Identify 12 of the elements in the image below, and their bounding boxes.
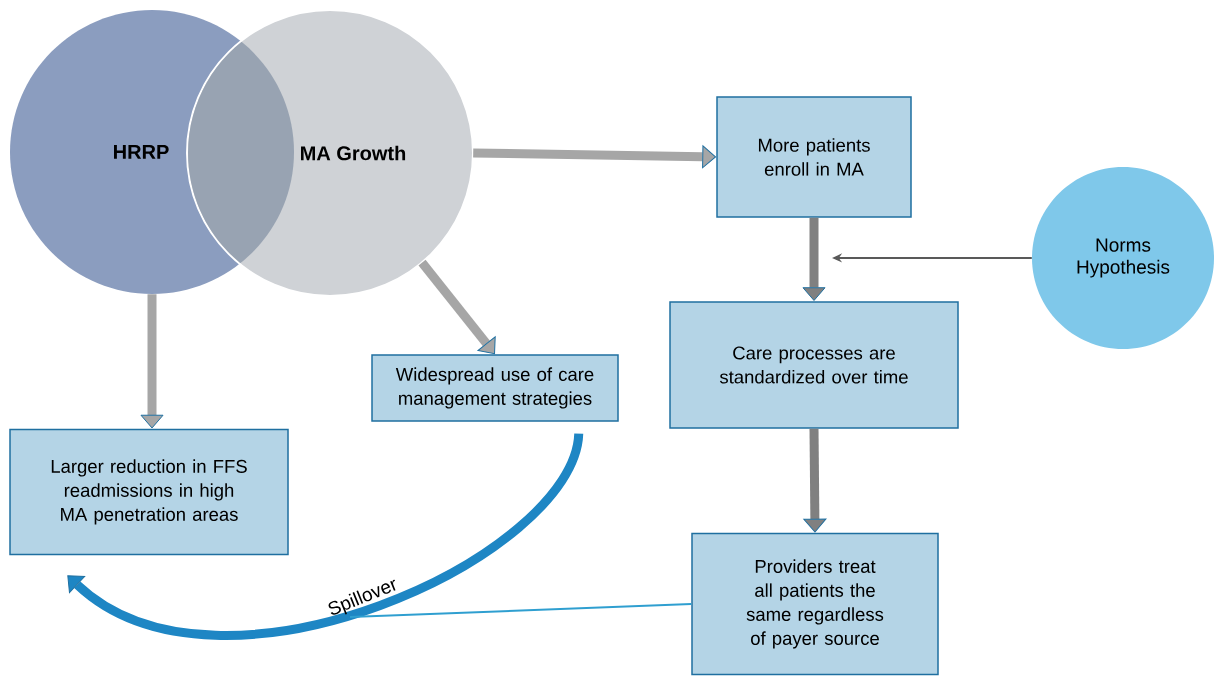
arrow <box>803 428 827 533</box>
arrow <box>418 259 496 355</box>
spillover-arrow <box>67 432 584 640</box>
process-box: Widespread use of care management strategies <box>371 354 619 422</box>
process-box: Care processes are standardized over time <box>669 301 959 429</box>
arrow <box>473 145 716 169</box>
process-box: Larger reduction in FFS readmissions in high MA penetration areas <box>9 428 289 556</box>
arrow <box>802 217 826 301</box>
process-box: More patients enroll in MA <box>716 96 912 218</box>
process-box: Providers treat all patients the same regardless of payer source <box>691 532 939 676</box>
connector-line <box>349 603 693 618</box>
arrow <box>140 294 164 429</box>
